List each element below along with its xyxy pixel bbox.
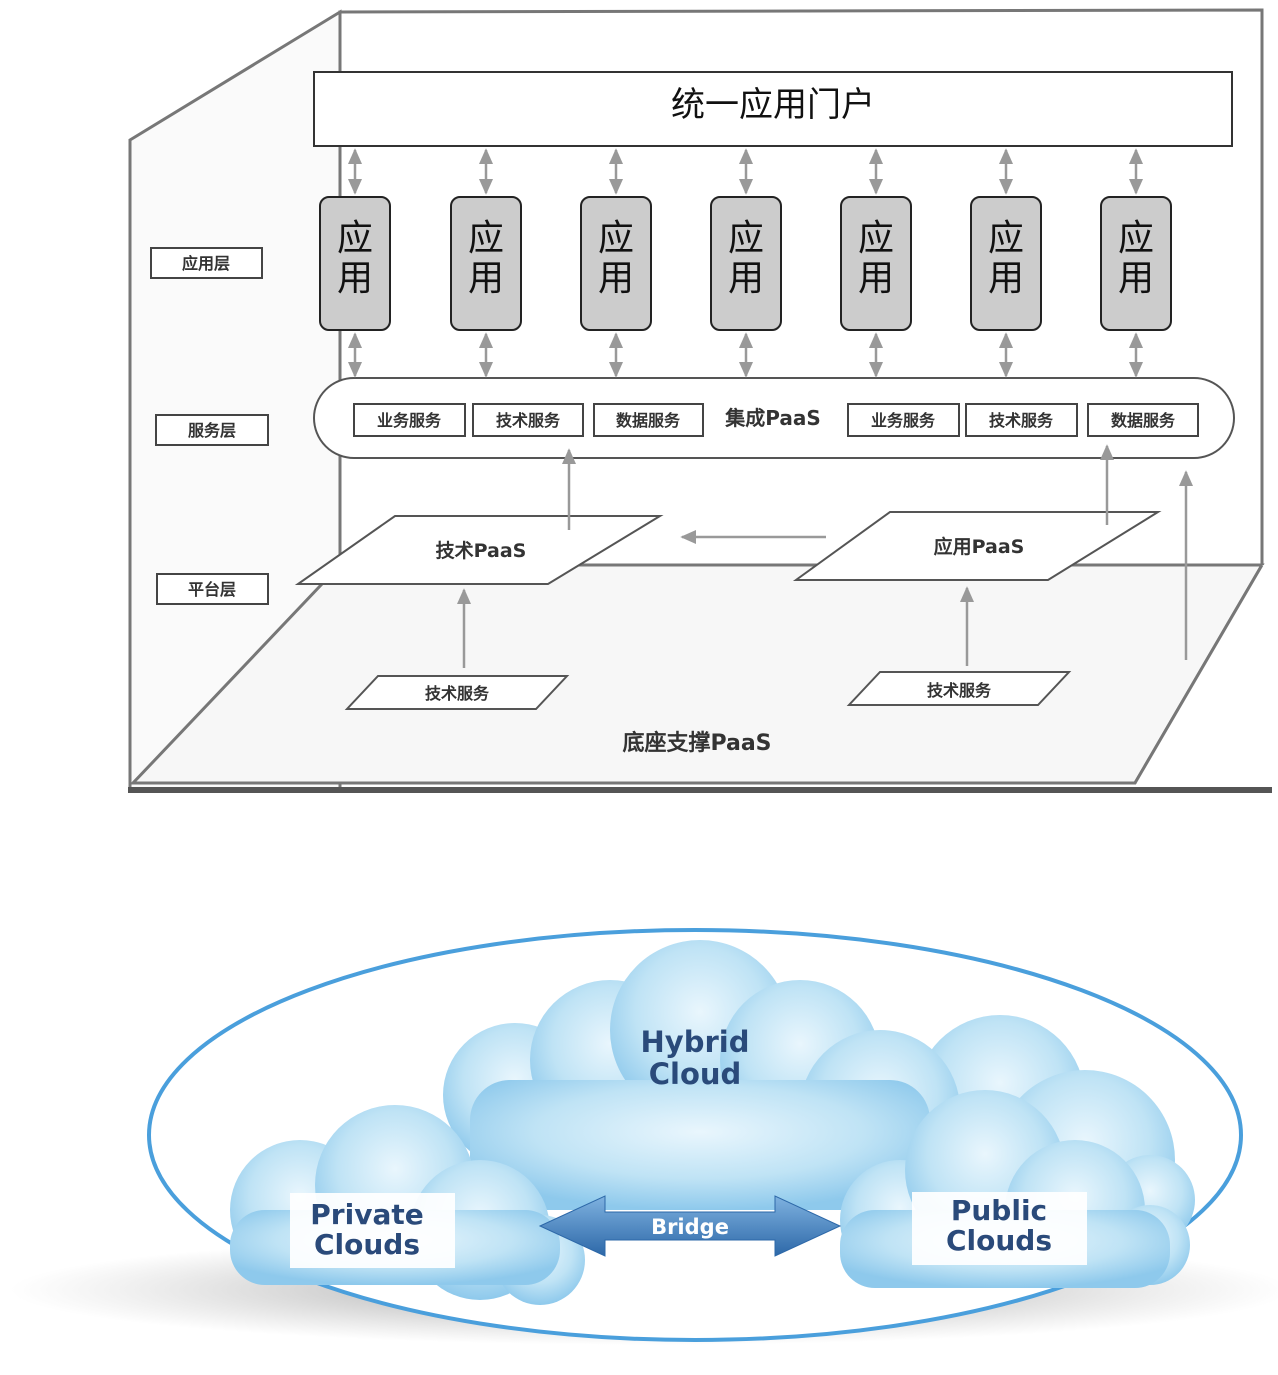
application-box-char: 用	[468, 258, 504, 299]
application-box-char: 用	[598, 258, 634, 299]
service-left-data: 数据服务	[593, 403, 704, 437]
base-paas-label: 底座支撑PaaS	[622, 730, 771, 756]
application-box-char: 用	[728, 258, 764, 299]
layer-label-application-text: 应用层	[182, 254, 230, 273]
application-box: 应用	[580, 196, 652, 331]
service-right-business-label: 业务服务	[871, 411, 936, 430]
integration-paas-container	[313, 377, 1235, 459]
application-box-char: 用	[337, 258, 373, 299]
application-box-char: 应	[728, 218, 764, 259]
app-paas-plane: 应用PaaS	[792, 511, 1162, 581]
tech-paas-label: 技术PaaS	[436, 539, 527, 562]
application-box: 应用	[970, 196, 1042, 331]
service-left-tech-label: 技术服务	[496, 411, 561, 430]
application-box: 应用	[1100, 196, 1172, 331]
hybrid-cloud-title-line1: Hybrid	[641, 1025, 750, 1059]
hybrid-cloud-title-line2: Cloud	[649, 1057, 742, 1091]
portal-title: 统一应用门户	[671, 85, 875, 125]
base-tech-service-right: 技术服务	[846, 671, 1072, 706]
application-box: 应用	[450, 196, 522, 331]
application-box-char: 应	[598, 218, 634, 259]
portal-box	[313, 71, 1233, 147]
private-clouds-line2: Clouds	[314, 1228, 420, 1261]
layer-label-application: 应用层	[150, 247, 263, 279]
application-box-char: 应	[988, 218, 1024, 259]
application-box-char: 应	[337, 218, 373, 259]
public-clouds-box: Public Clouds	[912, 1192, 1087, 1265]
layer-label-platform: 平台层	[156, 573, 269, 605]
base-tech-service-left: 技术服务	[344, 675, 570, 710]
layer-label-platform-text: 平台层	[188, 580, 236, 599]
service-left-data-label: 数据服务	[616, 411, 681, 430]
application-box: 应用	[840, 196, 912, 331]
public-clouds-line2: Clouds	[946, 1224, 1052, 1257]
application-box: 应用	[319, 196, 391, 331]
bridge-label: Bridge	[651, 1215, 729, 1239]
private-clouds-box: Private Clouds	[290, 1193, 455, 1268]
service-right-tech-label: 技术服务	[989, 411, 1054, 430]
service-right-tech: 技术服务	[965, 403, 1078, 437]
layer-label-service: 服务层	[155, 414, 269, 446]
service-right-data-label: 数据服务	[1111, 411, 1176, 430]
service-left-business-label: 业务服务	[377, 411, 442, 430]
application-box-char: 用	[1118, 258, 1154, 299]
private-clouds-line1: Private	[310, 1198, 423, 1231]
application-box: 应用	[710, 196, 782, 331]
base-tech-service-right-label: 技术服务	[927, 681, 992, 700]
service-right-data: 数据服务	[1087, 403, 1199, 437]
tech-paas-plane: 技术PaaS	[294, 515, 664, 585]
public-clouds-line1: Public	[951, 1194, 1047, 1227]
application-box-char: 用	[988, 258, 1024, 299]
app-paas-label: 应用PaaS	[934, 535, 1025, 558]
application-box-char: 应	[858, 218, 894, 259]
bridge-arrow: Bridge	[538, 1195, 842, 1257]
application-box-char: 应	[1118, 218, 1154, 259]
service-left-business: 业务服务	[353, 403, 466, 437]
base-tech-service-left-label: 技术服务	[425, 684, 490, 703]
application-box-char: 应	[468, 218, 504, 259]
service-right-business: 业务服务	[847, 403, 960, 437]
connector-arrows	[348, 148, 1193, 668]
layer-label-service-text: 服务层	[188, 421, 236, 440]
integration-paas-title: 集成PaaS	[724, 406, 821, 430]
service-left-tech: 技术服务	[472, 403, 584, 437]
application-box-char: 用	[858, 258, 894, 299]
